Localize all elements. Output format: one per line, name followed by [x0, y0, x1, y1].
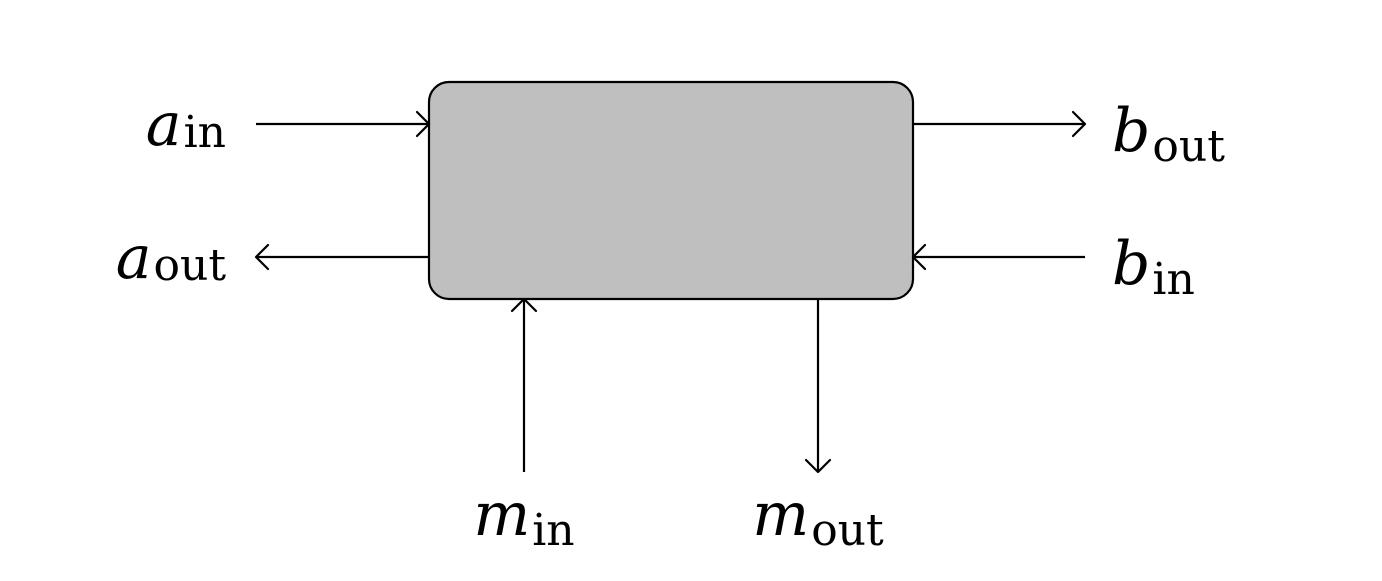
- wire-m-in: [510, 297, 538, 472]
- label-b-out: bout: [1112, 96, 1225, 172]
- label-a-in: ain: [146, 90, 226, 160]
- label-m-in: min: [473, 480, 574, 556]
- wire-b-in: [911, 243, 1085, 271]
- process-box: [427, 80, 915, 301]
- wire-a-in: [256, 110, 431, 138]
- wire-b-out: [913, 110, 1087, 138]
- label-b-in: bin: [1112, 229, 1195, 305]
- label-a-out: aout: [116, 223, 227, 293]
- wire-a-out: [254, 243, 429, 271]
- label-m-out: mout: [752, 480, 884, 556]
- wire-m-out: [804, 299, 832, 474]
